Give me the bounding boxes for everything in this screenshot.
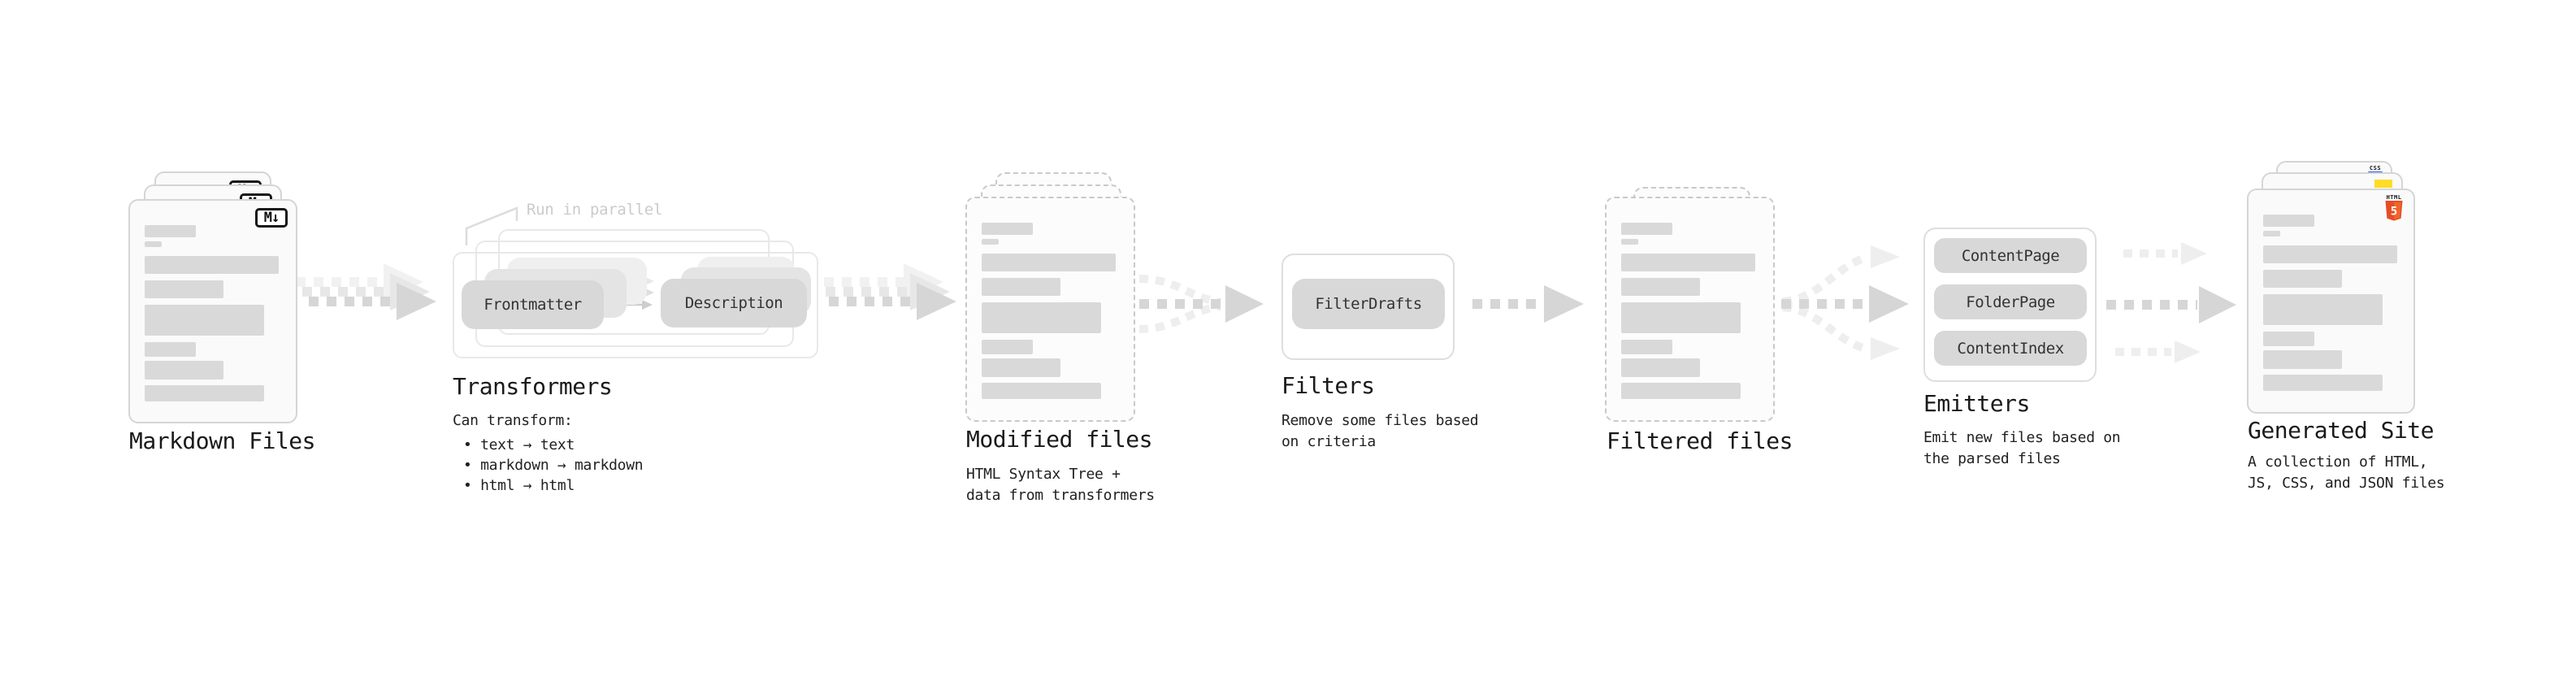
pill-label: FilterDrafts <box>1315 295 1422 313</box>
markdown-icon-label: M↓ <box>263 209 280 226</box>
pill-label: ContentPage <box>1961 246 2060 265</box>
doc-content-bar <box>145 241 162 247</box>
doc-content-bar <box>1621 223 1672 235</box>
doc-content-bar <box>1621 383 1741 399</box>
pill-contentindex: ContentIndex <box>1934 331 2087 366</box>
doc-content-bar <box>145 256 279 274</box>
markdown-icon: M↓ <box>255 208 288 228</box>
doc-content-bar <box>2263 332 2314 346</box>
html5-number: 5 <box>2391 206 2397 219</box>
doc-content-bar <box>2263 215 2314 227</box>
pill-folderpage: FolderPage <box>1934 284 2087 319</box>
section-subtitle: HTML Syntax Tree + data from transformer… <box>966 464 1155 506</box>
pill-label: Frontmatter <box>484 296 582 314</box>
subtitle-line: Remove some files based <box>1281 412 1479 429</box>
pill-label: ContentIndex <box>1957 339 2064 358</box>
html5-icon-label: HTML <box>2386 194 2402 201</box>
document-card: M↓ <box>128 199 297 423</box>
document-card <box>965 197 1135 422</box>
doc-content-bar <box>982 278 1060 296</box>
doc-content-bar <box>1621 358 1700 377</box>
pill-frontmatter: Frontmatter <box>462 280 604 329</box>
doc-content-bar <box>2263 245 2397 263</box>
section-subtitle: Can transform: <box>453 412 573 429</box>
arrow-transformers-to-modified <box>824 263 956 320</box>
bullet-item: • html → html <box>463 477 575 494</box>
js-icon <box>2374 180 2392 188</box>
doc-content-bar <box>1621 239 1638 245</box>
subtitle-line: the parsed files <box>1923 450 2061 467</box>
doc-content-bar <box>145 361 223 380</box>
arrow-filtered-to-emitters <box>1781 245 1909 360</box>
doc-content-bar <box>145 385 264 401</box>
doc-content-bar <box>982 302 1101 333</box>
transformer-group-box <box>453 252 818 358</box>
doc-content-bar <box>145 342 196 357</box>
section-title: Generated Site <box>2248 417 2435 444</box>
transform-bullet-list: • text → text • markdown → markdown • ht… <box>455 435 644 496</box>
doc-content-bar <box>982 239 999 245</box>
run-in-parallel-note: Run in parallel <box>527 201 663 219</box>
doc-content-bar <box>982 254 1116 271</box>
section-subtitle: Remove some files based on criteria <box>1281 410 1479 453</box>
doc-content-bar <box>145 305 264 336</box>
doc-content-bar <box>982 383 1101 399</box>
subtitle-line: JS, CSS, and JSON files <box>2248 475 2445 492</box>
doc-content-bar <box>2263 350 2342 369</box>
section-subtitle: Emit new files based on the parsed files <box>1923 427 2121 470</box>
subtitle-line: on criteria <box>1281 433 1376 450</box>
arrow-markdown-to-transformers <box>296 263 436 320</box>
doc-content-bar <box>982 358 1060 377</box>
subtitle-line: A collection of HTML, <box>2248 453 2428 471</box>
subtitle-line: Emit new files based on <box>1923 429 2121 446</box>
doc-content-bar <box>2263 270 2342 288</box>
css-icon-label: CSS <box>2369 165 2382 171</box>
document-card <box>1605 197 1775 422</box>
doc-content-bar <box>145 225 196 237</box>
doc-content-bar <box>1621 302 1741 333</box>
subtitle-line: data from transformers <box>966 487 1155 504</box>
doc-content-bar <box>1621 254 1755 271</box>
section-title: Markdown Files <box>129 427 316 454</box>
subtitle-line: HTML Syntax Tree + <box>966 466 1121 483</box>
pill-filterdrafts: FilterDrafts <box>1292 279 1445 329</box>
doc-content-bar <box>145 280 223 298</box>
arrow-emitters-to-generated <box>2106 242 2236 363</box>
section-title: Modified files <box>966 426 1153 453</box>
arrow-filters-to-filtered <box>1472 285 1584 323</box>
doc-content-bar <box>2263 375 2383 391</box>
document-card: HTML 5 <box>2247 189 2415 414</box>
html5-icon: HTML 5 <box>2384 194 2404 226</box>
section-title: Filtered files <box>1607 427 1793 454</box>
pill-label: FolderPage <box>1966 293 2055 311</box>
html5-shield: 5 <box>2385 201 2403 221</box>
doc-content-bar <box>2263 231 2280 236</box>
pill-label: Description <box>684 294 783 312</box>
callout-line <box>465 206 518 245</box>
pill-contentpage: ContentPage <box>1934 238 2087 273</box>
bullet-item: • markdown → markdown <box>463 457 644 474</box>
doc-content-bar <box>2263 294 2383 325</box>
doc-content-bar <box>982 340 1033 354</box>
section-subtitle: A collection of HTML, JS, CSS, and JSON … <box>2248 452 2445 494</box>
section-title: Transformers <box>453 373 613 400</box>
arrow-modified-to-filters <box>1138 275 1264 333</box>
doc-content-bar <box>1621 278 1700 296</box>
section-title: Filters <box>1281 372 1375 399</box>
section-title: Emitters <box>1923 390 2030 417</box>
pill-description: Description <box>661 279 807 327</box>
doc-content-bar <box>982 223 1033 235</box>
doc-content-bar <box>1621 340 1672 354</box>
bullet-item: • text → text <box>463 436 575 453</box>
